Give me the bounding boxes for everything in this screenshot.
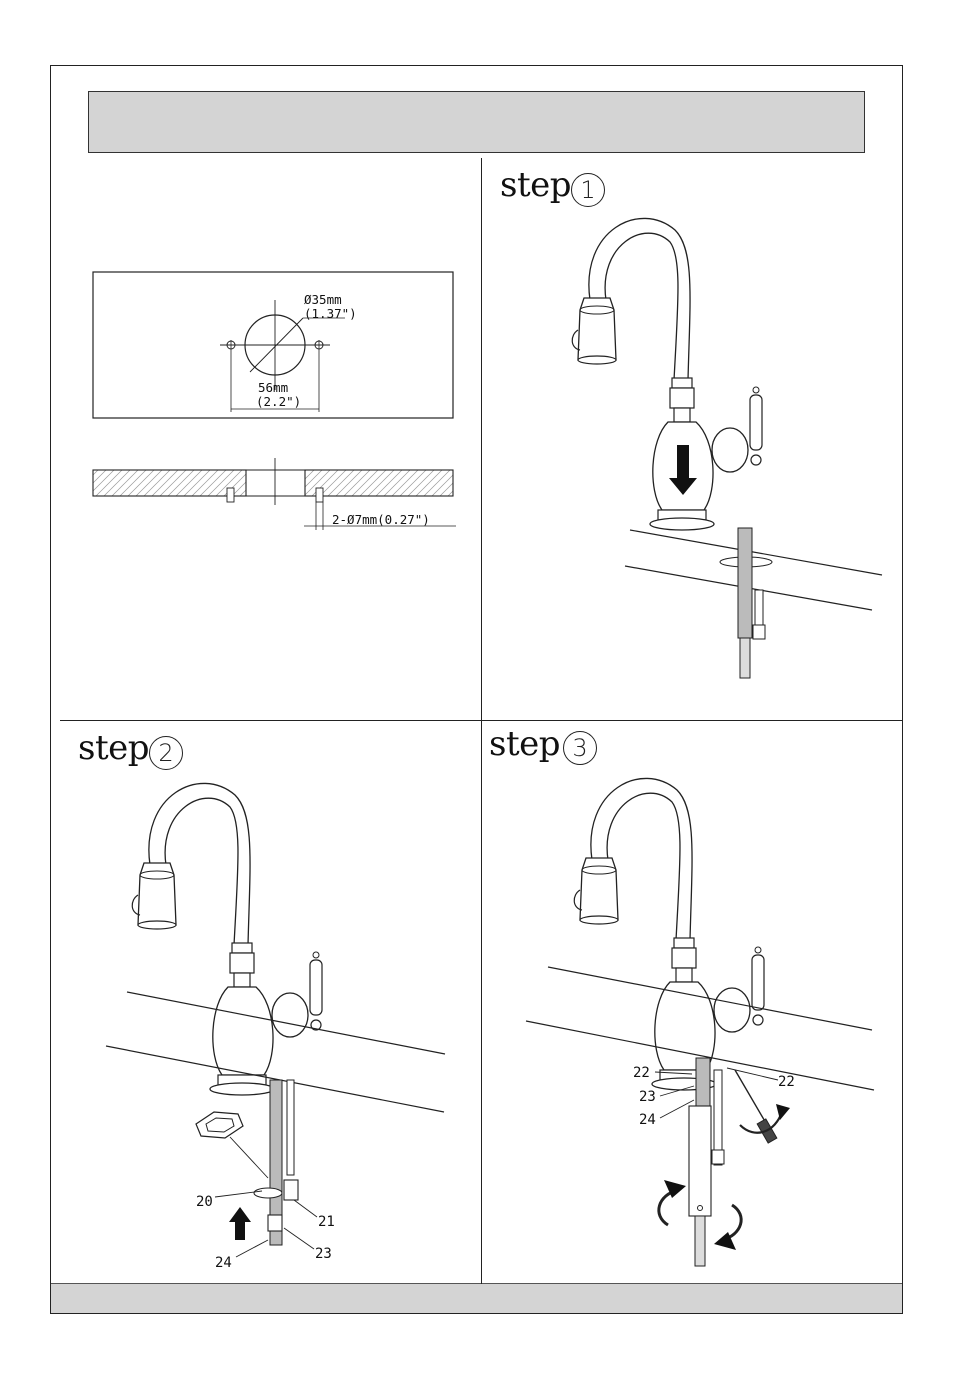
- spacing-mm: 56mm: [258, 380, 288, 395]
- part-21: 21: [318, 1214, 335, 1230]
- step-2-diagram: 20 21 23 24: [106, 783, 445, 1271]
- spacing-in: (2.2"): [256, 394, 301, 409]
- part-24: 24: [215, 1255, 232, 1271]
- part-22-left: 22: [633, 1065, 650, 1081]
- part-20: 20: [196, 1194, 213, 1210]
- part-22-right: 22: [778, 1074, 795, 1090]
- drill-template: Ø35mm (1.37") 56mm (2.2"): [93, 272, 453, 418]
- part-24: 24: [639, 1112, 656, 1128]
- arrow-up-icon: [229, 1207, 251, 1240]
- pin-hole-spec: 2-Ø7mm(0.27"): [332, 512, 430, 527]
- step-3-diagram: 22 23 24 22: [526, 778, 874, 1266]
- step-1-diagram: [572, 218, 882, 678]
- part-23: 23: [639, 1089, 656, 1105]
- counter-cross-section: 2-Ø7mm(0.27"): [93, 458, 456, 530]
- hole-diameter-in: (1.37"): [304, 306, 357, 321]
- rotate-arrow-icon: [776, 1104, 790, 1120]
- part-23: 23: [315, 1246, 332, 1262]
- hole-diameter-mm: Ø35mm: [304, 292, 342, 307]
